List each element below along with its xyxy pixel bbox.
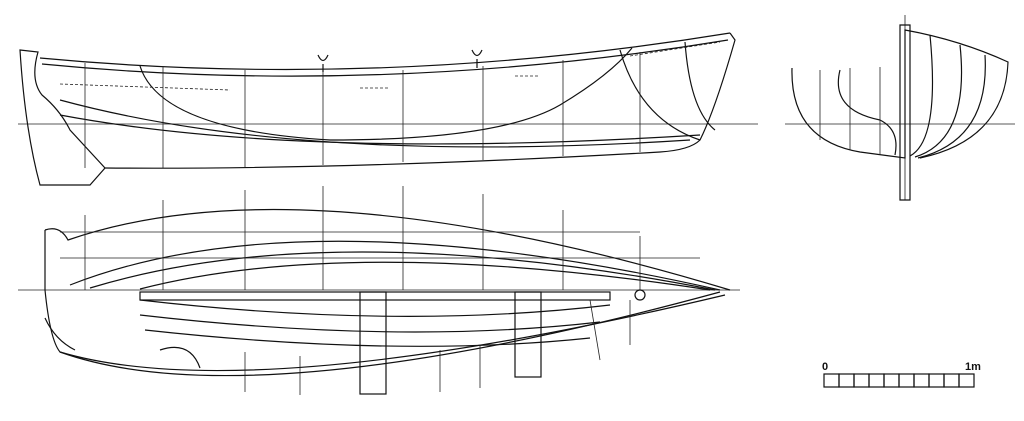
diagonal-1: [139, 47, 633, 141]
scale-division: [928, 373, 945, 388]
oarlock-2: [471, 49, 483, 68]
gunwale-line: [41, 39, 729, 77]
aft-section: [837, 69, 897, 156]
planking: [139, 299, 611, 347]
scale-bar: [823, 373, 975, 388]
station-lines: [84, 52, 641, 168]
scale-division: [958, 373, 975, 388]
thwart-2: [514, 291, 542, 378]
body-plan: [785, 15, 1015, 201]
stem-post: [899, 24, 911, 201]
scale-division: [853, 373, 870, 388]
interior-view: [44, 289, 726, 395]
scale-division: [883, 373, 900, 388]
interior-hull: [44, 289, 721, 377]
scale-division: [943, 373, 960, 388]
plan-line-2: [89, 251, 716, 291]
diagonal-2: [619, 49, 701, 141]
plan-sheer: [44, 208, 731, 291]
plan-line-3: [139, 261, 711, 291]
gunwale-strip: [139, 291, 611, 301]
diagonal-3: [684, 41, 716, 131]
scale-division: [823, 373, 840, 388]
oarlock-1: [317, 54, 329, 72]
thwart-dashes: [59, 41, 721, 91]
rudder: [19, 49, 106, 186]
scale-end-label: 1m: [965, 361, 981, 373]
body-outline: [791, 29, 1009, 159]
sheer-line: [39, 32, 731, 71]
keel-line: [104, 32, 736, 169]
thwart-1: [359, 291, 387, 395]
interior-keel: [59, 294, 726, 372]
buttock-2: [59, 114, 701, 145]
frames: [44, 317, 201, 369]
profile-view: [18, 32, 758, 186]
scale-start-label: 0: [822, 361, 829, 373]
scale-division: [838, 373, 855, 388]
fitting: [634, 289, 646, 301]
scale-division: [868, 373, 885, 388]
scale-division: [898, 373, 915, 388]
fwd-sections: [909, 34, 986, 159]
scale-division: [913, 373, 930, 388]
half-breadth-view: [18, 186, 740, 291]
plan-line-1: [69, 240, 721, 291]
